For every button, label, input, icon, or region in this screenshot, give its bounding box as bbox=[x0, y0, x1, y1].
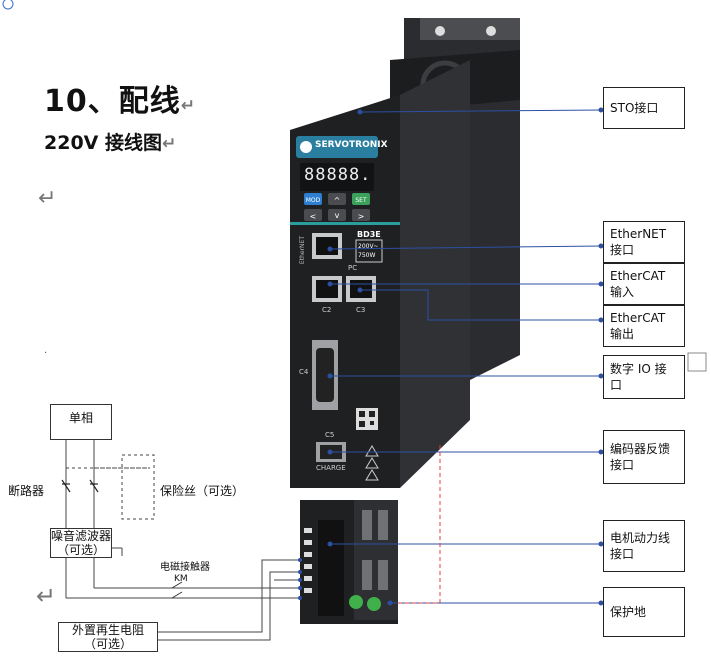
breaker-label: 断路器 bbox=[8, 484, 45, 498]
svg-text:<: < bbox=[310, 212, 317, 221]
return-mark: ↵ bbox=[38, 186, 57, 211]
callout-digital-io: 数字 IO 接口 bbox=[603, 355, 685, 399]
callout-label: EtherNET 接口 bbox=[610, 227, 667, 257]
km-label: KM bbox=[174, 574, 188, 584]
callout-motor-power: 电机动力线接口 bbox=[603, 520, 685, 572]
servo-drive-image: MOD SET < > ^ v bbox=[290, 18, 520, 488]
noise-filter-box: 噪音滤波器 （可选） bbox=[50, 528, 112, 558]
svg-text:>: > bbox=[358, 212, 365, 221]
callout-ground: 保护地 bbox=[603, 587, 685, 637]
noise-filter-label: 噪音滤波器 bbox=[51, 529, 112, 543]
sub-heading: 220V 接线图↵ bbox=[44, 128, 176, 155]
terminal-dots bbox=[298, 558, 302, 600]
port-label-c3: C3 bbox=[356, 306, 366, 314]
callout-label: 数字 IO 接口 bbox=[610, 362, 667, 392]
callout-label: EtherCAT 输入 bbox=[610, 269, 666, 299]
regen-resistor-optional: （可选） bbox=[83, 637, 132, 651]
drive-rating-w: 750W bbox=[358, 252, 376, 259]
section-heading: 10、配线↵ bbox=[44, 76, 196, 120]
svg-text:MOD: MOD bbox=[306, 197, 321, 204]
port-label-c2: C2 bbox=[322, 306, 332, 314]
callout-encoder: 编码器反馈接口 bbox=[603, 430, 685, 484]
breaker-switch bbox=[61, 479, 99, 493]
noise-filter-optional: （可选） bbox=[56, 543, 105, 557]
regen-resistor-label: 外置再生电阻 bbox=[71, 623, 144, 637]
ground-wire bbox=[398, 445, 441, 604]
return-mark: ↵ bbox=[161, 134, 177, 154]
sub-heading-text: 220V 接线图 bbox=[44, 132, 162, 154]
port-label-c5: C5 bbox=[325, 431, 335, 439]
callout-label: 编码器反馈接口 bbox=[610, 442, 671, 472]
empty-box bbox=[687, 352, 707, 372]
single-phase-box: 单相 bbox=[50, 404, 112, 440]
svg-text:v: v bbox=[335, 211, 340, 220]
section-heading-text: 10、配线 bbox=[44, 84, 181, 119]
callout-ethercat-in: EtherCAT 输入 bbox=[603, 263, 685, 305]
drive-brand: SERVOTRONIX bbox=[315, 140, 388, 150]
fuse-label: 保险丝（可选） bbox=[160, 484, 245, 498]
power-wiring bbox=[65, 440, 300, 641]
drive-model: BD3E bbox=[357, 230, 381, 239]
return-mark: ↵ bbox=[36, 582, 57, 610]
callout-ethernet: EtherNET 接口 bbox=[603, 221, 685, 263]
port-label-c4: C4 bbox=[299, 368, 309, 376]
drive-rating-v: 200V~ bbox=[358, 243, 379, 250]
contactor-label: 电磁接触器 bbox=[160, 562, 210, 573]
callout-leaders bbox=[327, 107, 604, 606]
callout-label: 电机动力线接口 bbox=[610, 531, 671, 561]
stray-dot: . bbox=[44, 345, 48, 356]
drive-display: 88888. bbox=[304, 165, 372, 185]
return-mark: ↵ bbox=[180, 96, 196, 116]
svg-text:SET: SET bbox=[355, 197, 367, 204]
port-label-charge: CHARGE bbox=[316, 464, 346, 472]
port-label-pc: PC bbox=[348, 264, 358, 272]
callout-label: EtherCAT 输出 bbox=[610, 311, 666, 341]
callout-ethercat-out: EtherCAT 输出 bbox=[603, 305, 685, 347]
callout-label: 保护地 bbox=[610, 605, 647, 619]
corner-icon bbox=[2, 0, 14, 10]
port-label-ethernet: EtherNET bbox=[299, 236, 306, 265]
callout-sto: STO接口 bbox=[603, 87, 685, 129]
terminal-block-image bbox=[300, 500, 398, 624]
callout-label: STO接口 bbox=[610, 101, 659, 115]
contactor-km bbox=[171, 581, 183, 599]
single-phase-label: 单相 bbox=[68, 411, 93, 425]
svg-text:^: ^ bbox=[334, 196, 341, 205]
regen-resistor-box: 外置再生电阻 （可选） bbox=[58, 622, 158, 652]
